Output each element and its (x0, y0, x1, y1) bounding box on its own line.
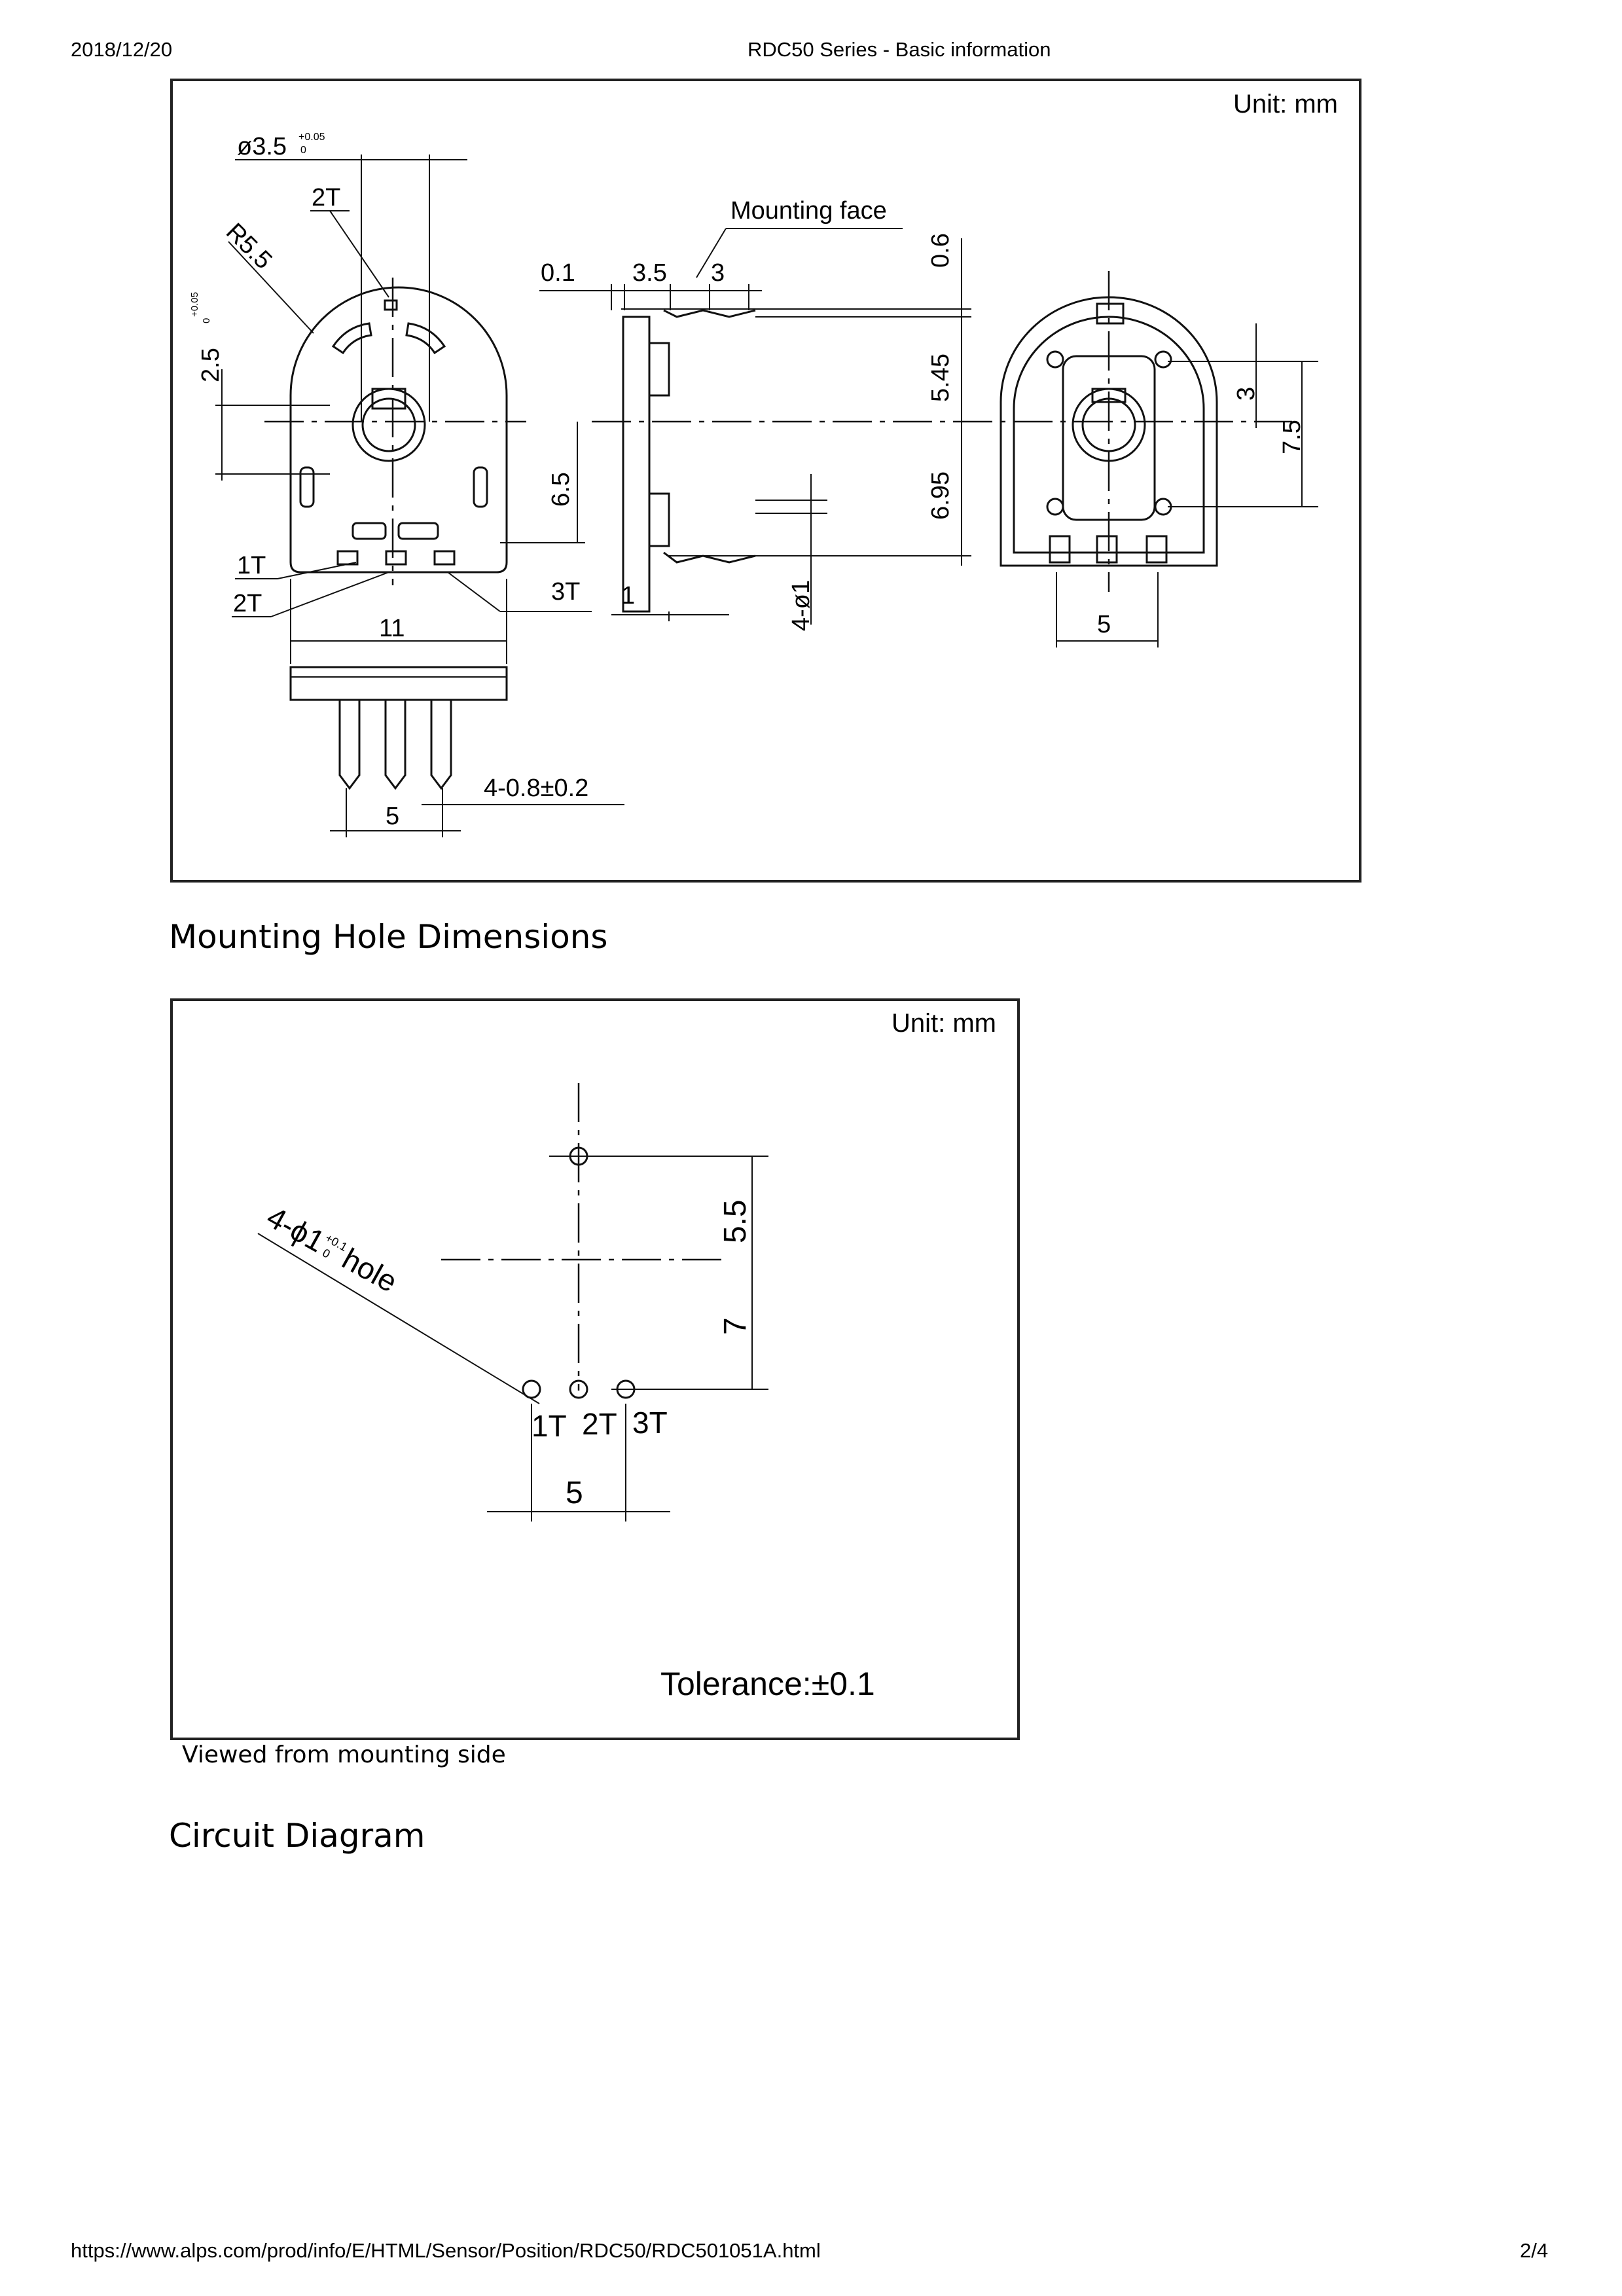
shaft-tol-zero: 0 (300, 145, 306, 156)
leader-2t (270, 572, 389, 617)
width-11-label: 11 (379, 615, 405, 642)
side-view-top-lead (663, 309, 756, 318)
pin-dia-label: 4-ø1 (787, 580, 815, 631)
side-view-boss-top (648, 342, 670, 397)
mounting-caption: Viewed from mounting side (182, 1741, 506, 1768)
dim-3-5-label: 3.5 (632, 259, 667, 287)
right-7-5-label: 7.5 (1278, 420, 1306, 454)
top-key (384, 299, 398, 311)
pin-pitch-label: 5 (386, 803, 399, 830)
page-number: 2/4 (1520, 2239, 1549, 2262)
back-top-key (1096, 302, 1125, 325)
hole-1t-label: 1T (532, 1409, 567, 1443)
unit-label: Unit: mm (1233, 90, 1338, 118)
bottom-slot-right (397, 522, 439, 540)
document-title: RDC50 Series - Basic information (748, 38, 1051, 61)
back-view-body (1000, 296, 1218, 567)
page-url: https://www.alps.com/prod/info/E/HTML/Se… (71, 2239, 821, 2262)
leader-3t (447, 572, 501, 612)
pin-width-label: 4-0.8±0.2 (484, 774, 588, 802)
terminal-3t-label: 3T (551, 578, 580, 606)
leader-mounting-face (696, 228, 727, 278)
arc-slot-left (331, 322, 372, 355)
front-view-body (289, 286, 508, 574)
pin-3 (430, 700, 452, 790)
mounting-unit-label: Unit: mm (892, 1009, 996, 1038)
pin-1 (338, 700, 361, 790)
shaft-tol-plus: +0.05 (298, 132, 325, 143)
bottom-slot-left (351, 522, 387, 540)
back-5-label: 5 (1097, 611, 1111, 638)
dimension-drawing-svg: Unit: mm ø3.5 +0.05 0 2T R5.5 2.5 + (189, 90, 1338, 837)
side-view-boss-bottom (648, 492, 670, 547)
back-view-inner (1013, 316, 1205, 554)
shaft-slot (371, 388, 406, 410)
dimension-drawing: Unit: mm ø3.5 +0.05 0 2T R5.5 2.5 + (170, 79, 1361, 883)
side-slot-right (473, 466, 488, 508)
side-view-bottom-lead (663, 551, 756, 564)
shaft-dia-label: ø3.5 (237, 133, 287, 160)
hole-2t-label: 2T (582, 1407, 617, 1441)
back-hole-tl (1046, 350, 1064, 369)
radius-label: R5.5 (221, 218, 277, 274)
leader-radius (228, 241, 314, 334)
front-terminal-3 (433, 550, 456, 566)
tolerance-label: Tolerance:±0.1 (660, 1666, 875, 1702)
bottom-view-body (289, 666, 508, 701)
leader-2t-top (329, 210, 389, 298)
back-hole-bl (1046, 498, 1064, 516)
hole-1t (522, 1379, 541, 1399)
dim-5-45-label: 5.45 (927, 354, 954, 402)
side-slot-left (299, 466, 315, 508)
mounting-hole-title: Mounting Hole Dimensions (169, 918, 608, 956)
mounting-face-label: Mounting face (730, 197, 887, 225)
back-hole-tr (1154, 350, 1172, 369)
pin-2 (384, 700, 406, 790)
v-offset-tol-zero: 0 (201, 318, 212, 323)
dim-7-label: 7 (718, 1317, 753, 1335)
hole-2t (569, 1379, 588, 1399)
back-terminal-2 (1096, 535, 1118, 564)
dim-1-label: 1 (621, 582, 635, 610)
back-terminal-1 (1049, 535, 1071, 564)
dim-3-label: 3 (711, 259, 725, 287)
dim-0-1-label: 0.1 (541, 259, 575, 287)
hole-leader (257, 1233, 540, 1404)
front-terminal-2 (385, 550, 407, 566)
back-terminal-3 (1145, 535, 1168, 564)
terminal-2t-label: 2T (233, 590, 262, 617)
hole-3t-label: 3T (632, 1406, 668, 1440)
print-date: 2018/12/20 (71, 38, 173, 61)
circuit-diagram-title: Circuit Diagram (169, 1817, 425, 1855)
v-offset-label: 2.5 (197, 348, 225, 382)
arc-slot-right (405, 322, 446, 355)
dim-5-label: 5 (566, 1476, 583, 1510)
dim-6-95-label: 6.95 (927, 471, 954, 520)
terminal-2t-top-label: 2T (312, 184, 340, 211)
shaft-inner-circle (361, 397, 416, 452)
side-view-plate (622, 316, 651, 613)
dim-0-6-label: 0.6 (927, 233, 954, 268)
v-offset-tol-plus: +0.05 (189, 292, 200, 317)
hole-3t (616, 1379, 636, 1399)
height-6-5-label: 6.5 (547, 472, 575, 507)
terminal-1t-label: 1T (237, 552, 266, 579)
dim-5-5-label: 5.5 (718, 1199, 753, 1243)
leader-1t (277, 562, 357, 579)
right-3-label: 3 (1233, 387, 1260, 401)
